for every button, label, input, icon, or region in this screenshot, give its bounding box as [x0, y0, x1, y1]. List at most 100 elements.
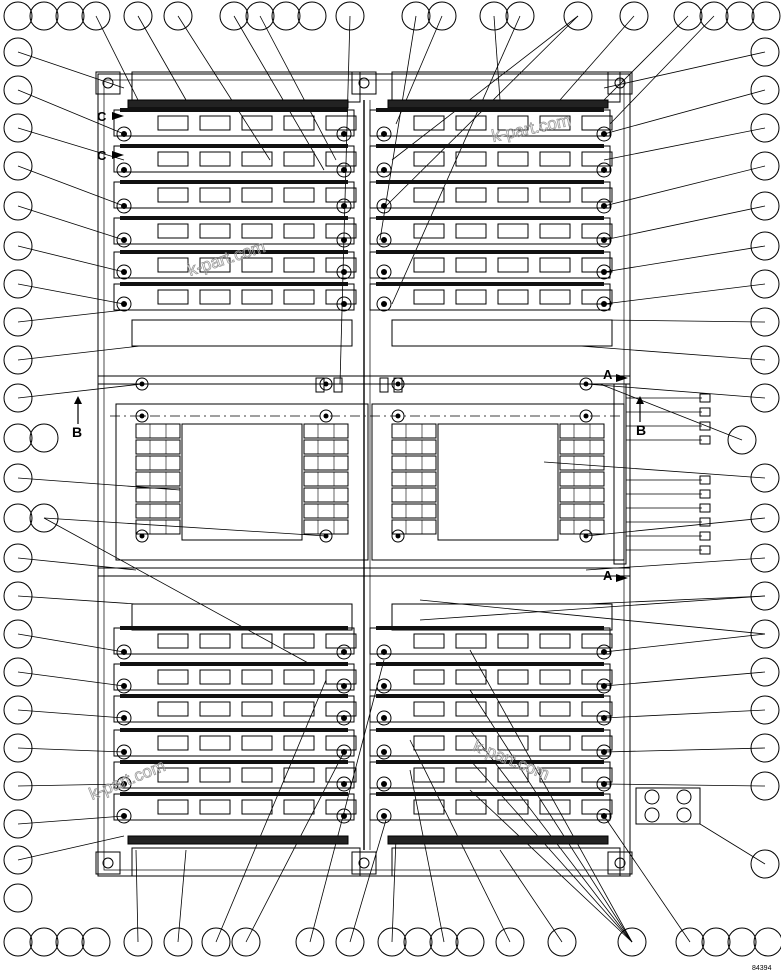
- core-lamination: [391, 503, 437, 519]
- cell-module-band: [120, 250, 348, 254]
- fuse-holder: [333, 377, 343, 393]
- cell-module-band: [376, 108, 604, 112]
- terminal-bolt-center: [121, 683, 127, 689]
- wire-terminal: [699, 503, 711, 513]
- cell-window: [283, 633, 315, 649]
- leader-line: [17, 835, 125, 861]
- cell-window: [199, 799, 231, 815]
- terminal-bolt-center: [381, 269, 387, 275]
- leader-line: [559, 15, 635, 101]
- leader-line: [17, 165, 125, 207]
- leader-line: [17, 127, 125, 161]
- terminal-bolt: [116, 710, 132, 726]
- cell-module-band: [376, 144, 604, 148]
- core-lamination: [559, 487, 605, 503]
- core-lamination: [135, 439, 181, 455]
- terminal-plate: [391, 319, 613, 347]
- terminal-bolt: [596, 296, 612, 312]
- cell-window: [199, 767, 231, 783]
- cell-window: [455, 289, 487, 305]
- callout-circle: [750, 75, 780, 105]
- terminal-bolt-center: [381, 749, 387, 755]
- callout-circle: [617, 927, 647, 957]
- callout-circle: [3, 845, 33, 875]
- wire-terminal: [699, 517, 711, 527]
- core-lamination: [135, 487, 181, 503]
- terminal-bolt: [116, 744, 132, 760]
- core-lamination: [303, 487, 349, 503]
- cell-window: [455, 767, 487, 783]
- leader-line: [585, 383, 766, 399]
- cell-module: [113, 627, 355, 655]
- leader-line: [543, 461, 766, 479]
- leader-line: [499, 849, 563, 943]
- terminal-bolt-center: [601, 813, 607, 819]
- connector-pin: [676, 789, 692, 805]
- core-bolt: [319, 377, 333, 391]
- terminal-bolt-center: [341, 203, 347, 209]
- callout-circle: [727, 927, 757, 957]
- callout-circle: [3, 657, 33, 687]
- section-label-c-lower: C: [97, 148, 107, 163]
- cell-window: [241, 767, 273, 783]
- core-lamination: [559, 519, 605, 535]
- terminal-bolt: [376, 264, 392, 280]
- cell-window: [539, 767, 571, 783]
- core-lamination: [135, 519, 181, 535]
- terminal-bolt-center: [601, 781, 607, 787]
- callout-circle: [701, 927, 731, 957]
- cell-module-band: [376, 728, 604, 732]
- callout-circle: [231, 927, 261, 957]
- corner-block: [95, 71, 121, 95]
- corner-hole: [614, 77, 626, 89]
- section-label-c-upper: C: [97, 109, 107, 124]
- leader-line: [95, 15, 139, 101]
- cell-window: [283, 115, 315, 131]
- terminal-bolt-center: [601, 649, 607, 655]
- cell-window: [283, 289, 315, 305]
- connector-block: [635, 787, 701, 825]
- terminal-bolt-center: [121, 203, 127, 209]
- watermark: k-part.com: [185, 237, 267, 280]
- terminal-bolt: [376, 644, 392, 660]
- cell-window: [199, 701, 231, 717]
- cell-module-band: [376, 662, 604, 666]
- leader-line: [17, 595, 137, 605]
- callout-circle: [3, 503, 33, 533]
- callout-circle: [29, 423, 59, 453]
- cell-window: [157, 223, 189, 239]
- leader-line: [579, 345, 766, 361]
- terminal-bolt: [376, 126, 392, 142]
- terminal-bolt-center: [601, 749, 607, 755]
- cell-window: [539, 257, 571, 273]
- wire-terminal: [699, 435, 711, 445]
- leader-line: [215, 679, 327, 943]
- callout-circle: [29, 927, 59, 957]
- core-bolt-center: [139, 381, 145, 387]
- leader-line: [469, 789, 633, 943]
- cell-module: [369, 145, 611, 173]
- terminal-bolt: [336, 808, 352, 824]
- terminal-bolt: [596, 776, 612, 792]
- cell-window: [539, 151, 571, 167]
- terminal-bolt: [336, 198, 352, 214]
- leader-line: [379, 15, 417, 241]
- cell-window: [157, 187, 189, 203]
- callout-circle: [750, 849, 780, 879]
- section-label-b-left: B: [72, 424, 82, 440]
- cell-window: [157, 735, 189, 751]
- callout-circle: [479, 1, 509, 31]
- leader-line: [137, 15, 187, 101]
- busbar-strip: [387, 99, 609, 109]
- cell-window: [455, 151, 487, 167]
- callout-circle: [295, 927, 325, 957]
- cell-window: [455, 799, 487, 815]
- outer-frame: [97, 73, 631, 877]
- wire-terminal: [699, 393, 711, 403]
- terminal-bolt-center: [121, 301, 127, 307]
- leader-line: [603, 747, 766, 753]
- callout-circle: [219, 1, 249, 31]
- cell-window: [199, 223, 231, 239]
- side-cable-duct: [613, 383, 627, 565]
